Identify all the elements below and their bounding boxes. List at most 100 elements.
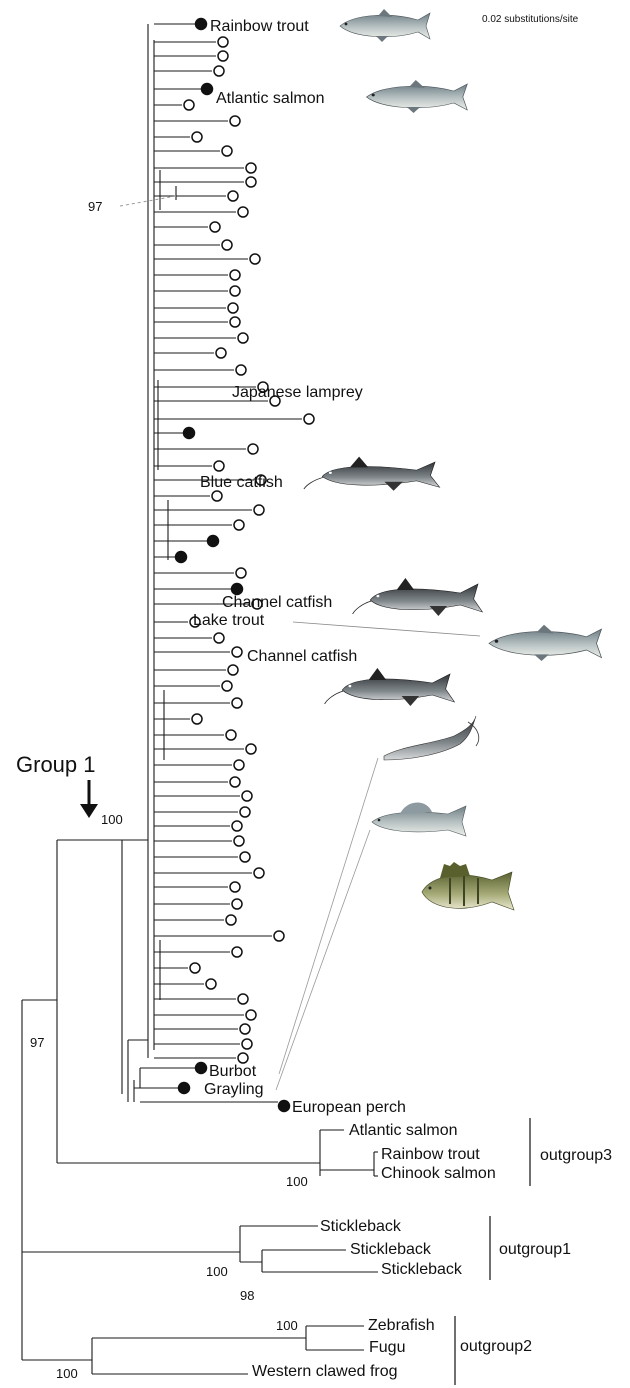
tip-marker-open [304, 414, 314, 424]
tip-marker-open [226, 730, 236, 740]
taxon-channel-catfish-2: Channel catfish [247, 648, 357, 665]
tip-marker-open [246, 163, 256, 173]
outgroup1-taxon-stickleback-2: Stickleback [350, 1241, 432, 1258]
tip-marker-open [234, 836, 244, 846]
taxon-rainbow-trout: Rainbow trout [210, 18, 309, 35]
tip-marker-open [230, 116, 240, 126]
bootstrap-100-outgroup3: 100 [286, 1174, 308, 1189]
tip-marker-open [232, 698, 242, 708]
outgroup1-label: outgroup1 [499, 1241, 571, 1258]
tip-marker-open [222, 681, 232, 691]
tip-marker-open [232, 899, 242, 909]
grayling-connector [276, 830, 370, 1090]
blue-catfish-icon [304, 457, 440, 491]
tip-marker-open [238, 994, 248, 1004]
taxon-lake-trout: Lake trout [193, 612, 265, 629]
outgroup2-taxon-western-clawed-frog: Western clawed frog [252, 1363, 398, 1380]
bootstrap-100-outgroup2-inner: 100 [276, 1318, 298, 1333]
tip-marker-open [238, 1053, 248, 1063]
tip-marker-filled [196, 19, 207, 30]
tip-marker-open [230, 777, 240, 787]
outgroup3-taxon-chinook-salmon: Chinook salmon [381, 1165, 496, 1182]
tip-marker-open [230, 317, 240, 327]
tip-marker-open [222, 146, 232, 156]
lake-trout-icon [489, 625, 602, 661]
taxon-atlantic-salmon: Atlantic salmon [216, 90, 325, 107]
taxon-grayling: Grayling [204, 1081, 264, 1098]
tip-marker-filled [196, 1063, 207, 1074]
tip-marker-open [250, 254, 260, 264]
bootstrap-97-root: 97 [30, 1035, 44, 1050]
tip-marker-open [254, 868, 264, 878]
tip-marker-open [238, 207, 248, 217]
taxon-burbot: Burbot [209, 1063, 257, 1080]
tip-marker-open [212, 491, 222, 501]
tip-marker-open [246, 177, 256, 187]
tip-marker-open [240, 852, 250, 862]
tip-marker-open [232, 947, 242, 957]
tip-marker-open [234, 520, 244, 530]
tip-marker-open [234, 760, 244, 770]
tip-marker-open [214, 633, 224, 643]
tip-marker-open [238, 333, 248, 343]
outgroup2-taxon-zebrafish: Zebrafish [368, 1317, 435, 1334]
grayling-icon [372, 802, 466, 836]
tip-marker-open [240, 807, 250, 817]
channel-catfish-icon [353, 578, 483, 616]
lake-trout-connector [293, 622, 480, 636]
tip-marker-open [222, 240, 232, 250]
taxon-channel-catfish-1: Channel catfish [222, 594, 332, 611]
outgroup3-taxon-rainbow-trout: Rainbow trout [381, 1146, 480, 1163]
tip-marker-open [232, 647, 242, 657]
tip-marker-filled [179, 1083, 190, 1094]
scale-label: 0.02 substitutions/site [482, 14, 579, 25]
tip-marker-open [192, 714, 202, 724]
down-arrow-icon [80, 780, 98, 818]
tip-marker-open [246, 1010, 256, 1020]
tip-marker-open [274, 931, 284, 941]
taxon-blue-catfish: Blue catfish [200, 474, 283, 491]
tip-marker-open [242, 791, 252, 801]
tip-marker-filled [279, 1101, 290, 1112]
tip-marker-open [230, 882, 240, 892]
tip-marker-open [228, 303, 238, 313]
tip-marker-open [254, 505, 264, 515]
group-1-label: Group 1 [16, 752, 96, 777]
tree-branches [22, 24, 378, 1374]
tip-marker-open [218, 51, 228, 61]
tip-marker-filled [184, 428, 195, 439]
tip-marker-open [210, 222, 220, 232]
tip-marker-open [216, 348, 226, 358]
tip-marker-open [228, 191, 238, 201]
tip-marker-open [206, 979, 216, 989]
tip-marker-open [214, 461, 224, 471]
tip-marker-open [190, 963, 200, 973]
outgroup3-taxon-atlantic-salmon: Atlantic salmon [349, 1122, 458, 1139]
bootstrap-100-outgroup1: 100 [206, 1264, 228, 1279]
tip-marker-open [236, 568, 246, 578]
tip-marker-open [232, 821, 242, 831]
tip-marker-filled [208, 536, 219, 547]
tip-marker-open [230, 286, 240, 296]
tip-marker-open [240, 1024, 250, 1034]
bootstrap-100-group1: 100 [101, 812, 123, 827]
taxon-japanese-lamprey: Japanese lamprey [232, 384, 363, 401]
bootstrap-97-upper: 97 [88, 199, 102, 214]
bootstrap-100-outgroup2: 100 [56, 1366, 78, 1381]
tip-marker-open [218, 37, 228, 47]
channel-catfish-icon [325, 668, 455, 706]
tip-marker-open [184, 100, 194, 110]
tip-marker-open [226, 915, 236, 925]
tip-marker-filled [232, 584, 243, 595]
rainbow-trout-icon [340, 9, 430, 42]
taxon-european-perch: European perch [292, 1099, 406, 1116]
tip-marker-filled [202, 84, 213, 95]
tip-marker-open [228, 665, 238, 675]
tip-marker-open [230, 270, 240, 280]
tip-marker-open [236, 365, 246, 375]
outgroup1-taxon-stickleback-3: Stickleback [381, 1261, 463, 1278]
tip-marker-filled [176, 552, 187, 563]
tip-marker-open [242, 1039, 252, 1049]
tip-marker-open [246, 744, 256, 754]
